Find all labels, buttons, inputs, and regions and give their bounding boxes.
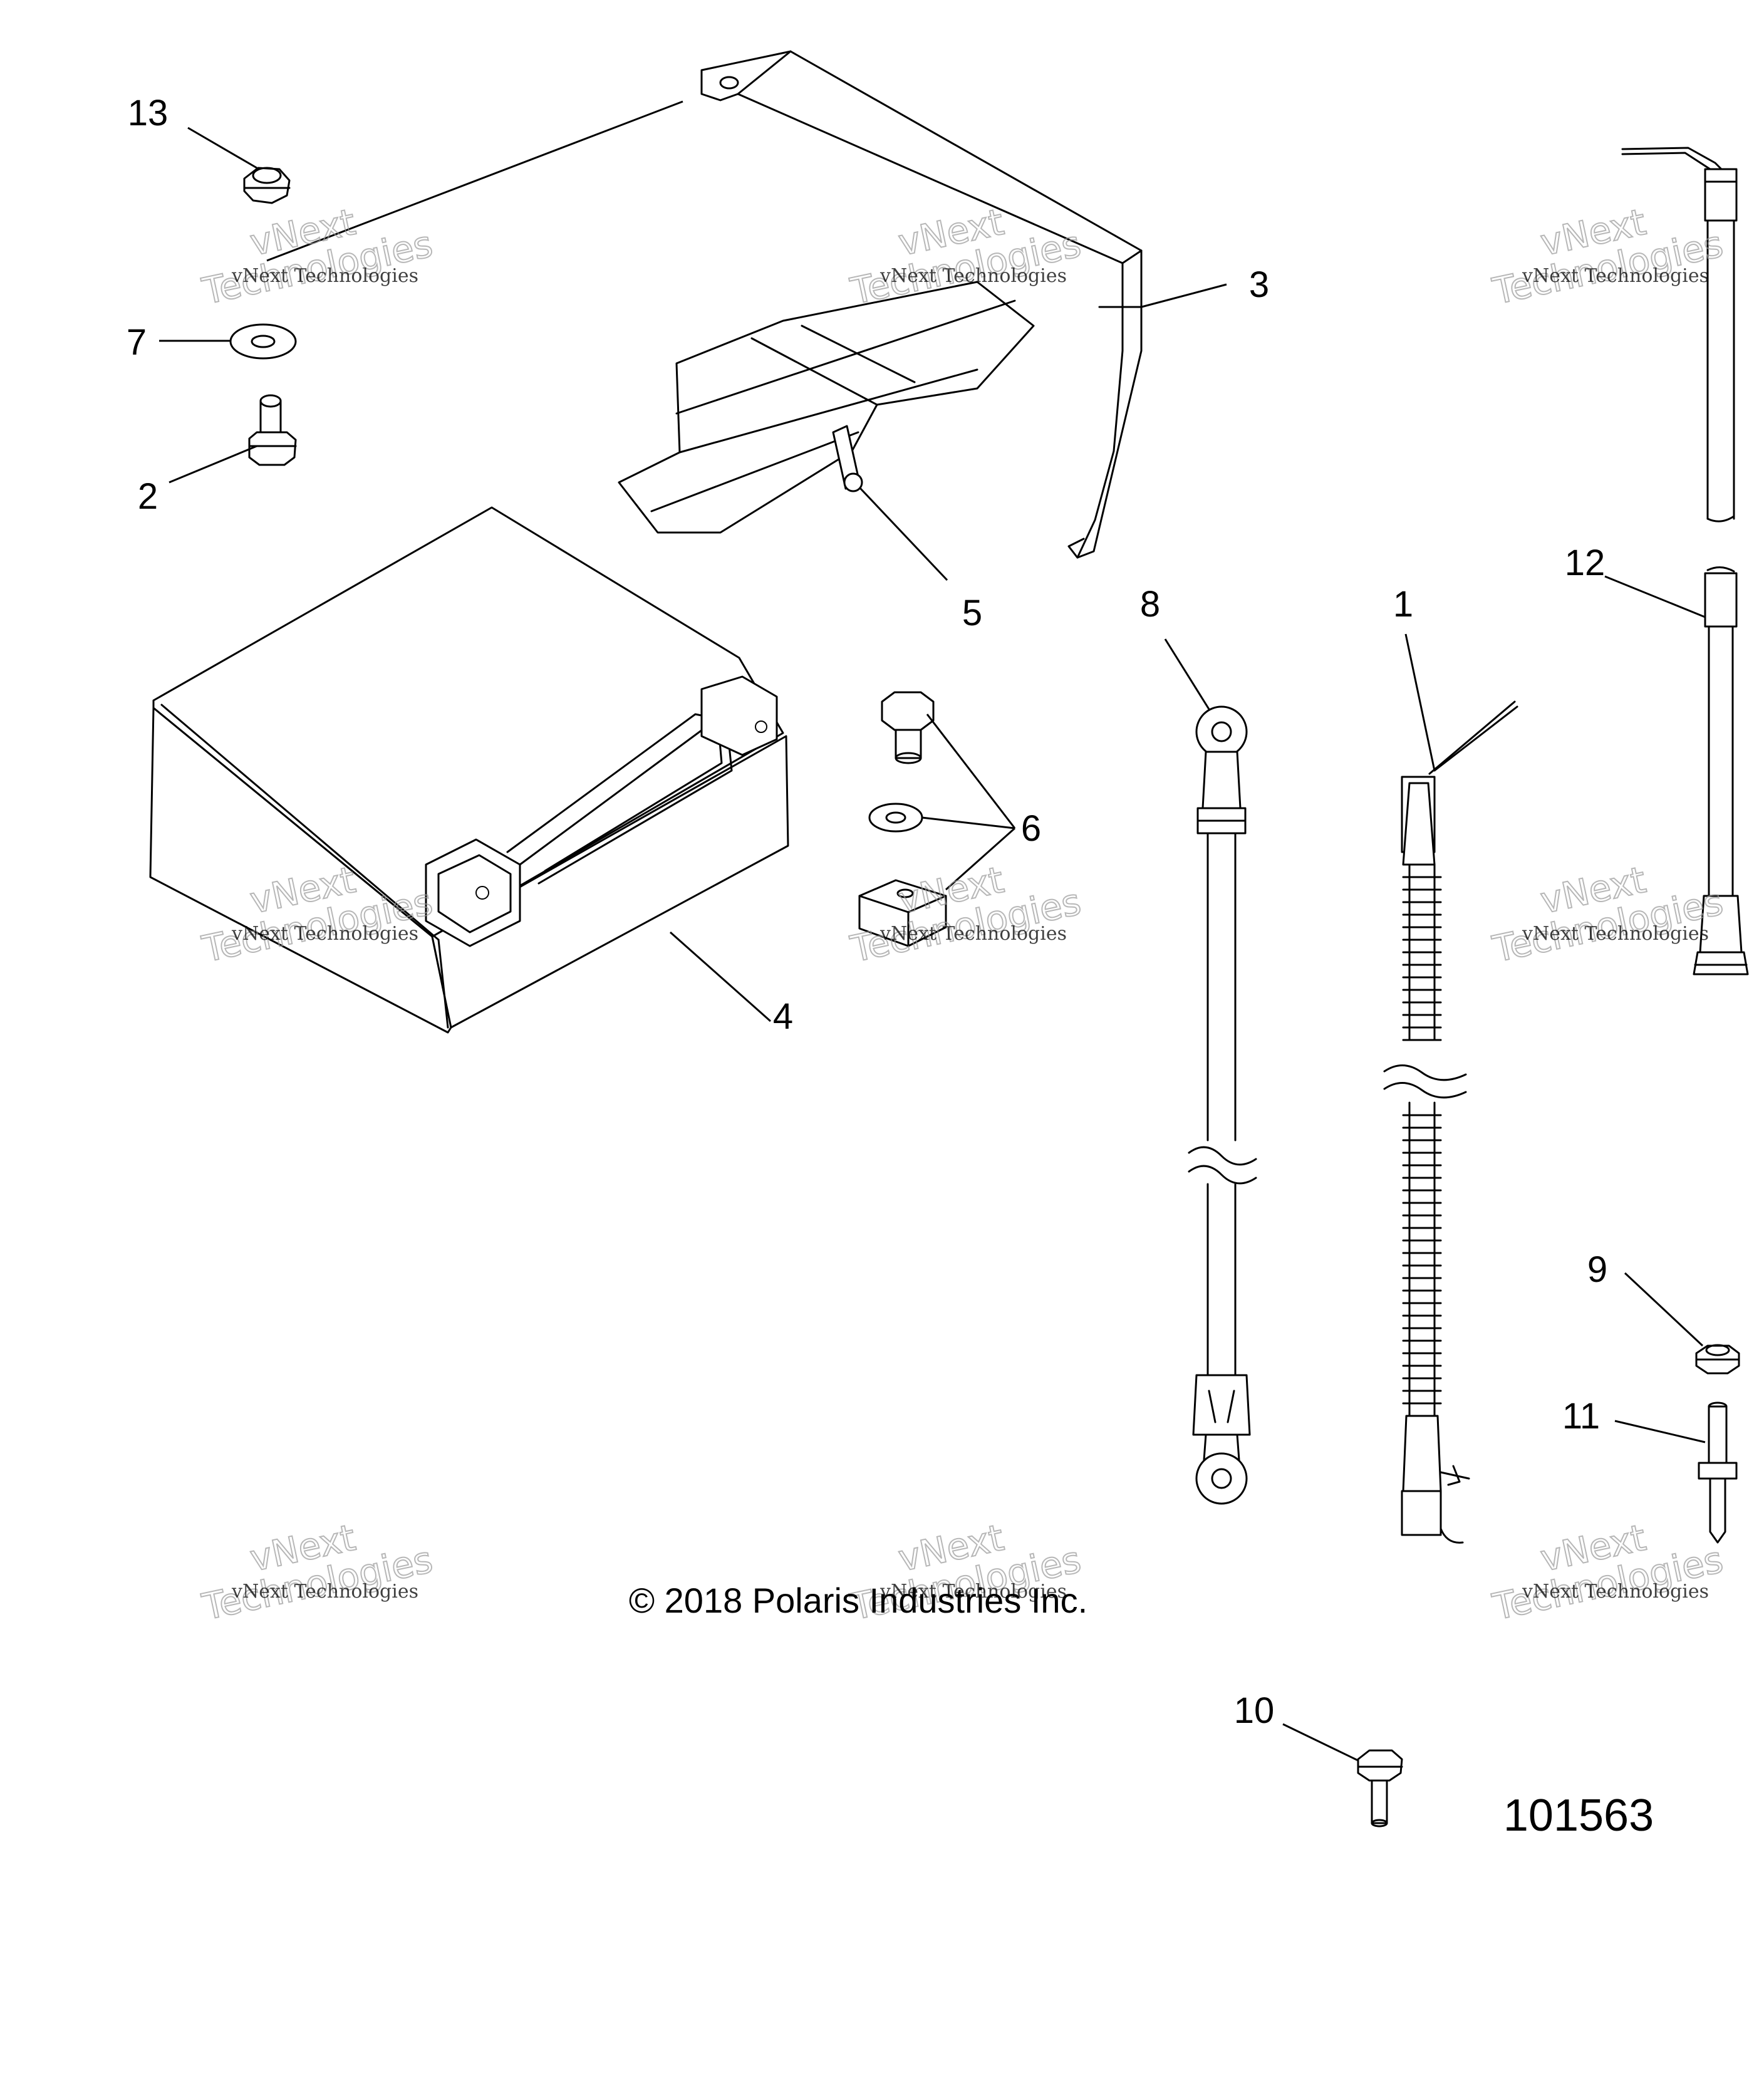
leader-1 — [1404, 633, 1436, 771]
callout-9: 9 — [1587, 1249, 1607, 1290]
part-2-bolt — [248, 394, 297, 466]
watermark: Technologies vNext vNext Technologies — [1488, 1516, 1728, 1629]
watermark: Technologies vNext vNext Technologies — [1488, 200, 1728, 313]
callout-3: 3 — [1249, 264, 1269, 305]
leader-12 — [1604, 575, 1706, 618]
watermark: Technologies vNext vNext Technologies — [198, 200, 437, 313]
leader-6c — [945, 827, 1015, 891]
part-3-bracket — [700, 50, 1143, 559]
part-5-battery-pad — [618, 281, 1035, 534]
watermark: Technologies vNext vNext Technologies — [198, 1516, 437, 1629]
part-9-nut — [1695, 1344, 1740, 1375]
part-13-nut — [243, 167, 291, 204]
svg-text:vNext Technologies: vNext Technologies — [1522, 1581, 1709, 1603]
svg-text:vNext Technologies: vNext Technologies — [231, 923, 418, 945]
svg-text:vNext Technologies: vNext Technologies — [1522, 265, 1709, 287]
callout-8: 8 — [1140, 584, 1160, 625]
callout-13: 13 — [128, 93, 169, 133]
callout-5: 5 — [962, 593, 982, 633]
callout-12: 12 — [1565, 543, 1606, 583]
svg-text:vNext Technologies: vNext Technologies — [879, 265, 1067, 287]
leader-11 — [1614, 1420, 1706, 1443]
part-4-battery — [149, 506, 789, 1034]
leader-lines — [159, 100, 1706, 1762]
callout-10: 10 — [1234, 1690, 1275, 1731]
callout-1: 1 — [1393, 584, 1413, 625]
leader-6b — [921, 816, 1015, 829]
leader-6a — [926, 714, 1016, 829]
svg-text:vNext Technologies: vNext Technologies — [879, 923, 1067, 945]
leader-13 — [187, 127, 257, 169]
part-6-hardware-set — [858, 691, 947, 947]
part-11-stud — [1698, 1401, 1738, 1544]
callout-11: 11 — [1562, 1396, 1600, 1437]
leader-8 — [1164, 638, 1210, 710]
part-10-bolt — [1357, 1749, 1403, 1828]
leader-2 — [169, 445, 257, 484]
callout-7: 7 — [127, 322, 147, 363]
diagram-number: 101563 — [1503, 1791, 1654, 1841]
callout-6: 6 — [1021, 808, 1041, 849]
leader-5 — [858, 486, 948, 581]
svg-text:vNext Technologies: vNext Technologies — [879, 1581, 1067, 1603]
svg-text:vNext Technologies: vNext Technologies — [231, 265, 418, 287]
watermarks: Technologies vNext vNext Technologies Te… — [198, 200, 1728, 1629]
leader-3 — [1141, 283, 1227, 308]
leader-9 — [1624, 1272, 1704, 1347]
part-7-washer — [229, 323, 297, 360]
part-8-cable — [1188, 705, 1257, 1505]
leader-10 — [1282, 1723, 1359, 1762]
copyright-text: © 2018 Polaris Industries Inc. — [629, 1581, 1087, 1620]
svg-text:vNext Technologies: vNext Technologies — [1522, 923, 1709, 945]
leader-4 — [670, 931, 771, 1022]
watermark: Technologies vNext vNext Technologies — [846, 1516, 1086, 1629]
watermark: Technologies vNext vNext Technologies — [1488, 858, 1728, 971]
callout-2: 2 — [138, 476, 158, 517]
leader-3-long — [266, 100, 683, 262]
callout-labels: 13 3 7 2 5 8 1 12 6 4 9 11 10 — [127, 93, 1607, 1731]
part-12-cable — [1621, 147, 1749, 975]
callout-4: 4 — [773, 996, 793, 1037]
part-1-cable — [1383, 700, 1518, 1544]
svg-text:vNext Technologies: vNext Technologies — [231, 1581, 418, 1603]
